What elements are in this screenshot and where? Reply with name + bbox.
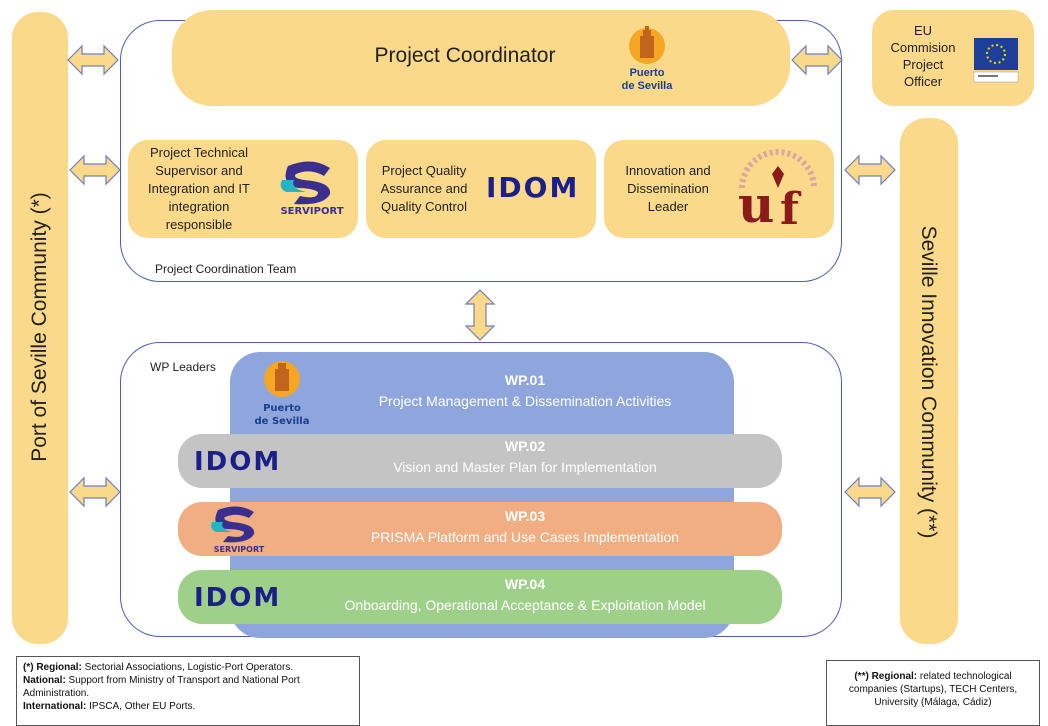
eu-line-0: EU [913,23,933,38]
arrow-left-team [69,155,121,185]
role-box-quality [366,140,596,238]
arrow-left-coordinator [67,45,119,75]
eu-commission-logo [972,36,1020,84]
left-note-regional-label: (*) Regional: [23,662,82,673]
eu-line-2: Project [902,57,944,72]
arrow-right-wp [844,477,896,507]
eu-line-1: Commision [890,40,956,55]
wp04-code: WP.04 [504,576,546,592]
arrow-right-team [844,155,896,185]
wp02-box [178,434,782,488]
wp01-puerto-logo: Puerto de Sevilla [250,355,314,429]
left-note-regional-text: Sectorial Associations, Logistic-Port Op… [81,662,294,673]
arrow-coordinator-eu [791,45,843,75]
right-footnote: (**) Regional: related technological com… [826,660,1040,726]
project-coordinator-title: Project Coordinator [374,44,556,67]
wp04-idom-logo: IDOM [194,583,282,613]
wp04-title: Onboarding, Operational Acceptance & Exp… [344,597,706,613]
svg-text:SERVIPORT: SERVIPORT [280,206,343,217]
wp01-title: Project Management & Dissemination Activ… [378,393,672,409]
svg-text:f: f [780,184,802,232]
role-innovation-text: Innovation and Dissemination Leader [625,163,711,214]
arrow-left-wp [69,477,121,507]
puerto-logo-line1: Puerto [629,67,665,79]
right-pillar [900,118,958,644]
right-note-regional-text: related technological companies (Startup… [848,671,1018,708]
left-note-national-text: Support from Ministry of Transport and N… [23,675,300,699]
eu-line-3: Officer [903,74,943,89]
wp04-box [178,570,782,624]
wp03-code: WP.03 [504,508,546,524]
left-pillar [12,12,68,644]
wp02-title: Vision and Master Plan for Implementatio… [393,459,657,475]
right-note-regional-label: (**) Regional: [854,671,918,682]
wp-leaders-label: WP Leaders [150,360,216,374]
left-note-international-label: International: [23,701,87,712]
svg-text:SERVIPORT: SERVIPORT [214,545,265,554]
wp03-box [178,502,782,556]
eu-officer-text: EU Commision Project Officer [880,22,966,90]
role-quality-text: Project Quality Assurance and Quality Co… [380,163,468,214]
left-note-national-label: National: [23,675,66,686]
project-coordinator-box [172,10,790,106]
svg-text:Puerto: Puerto [263,403,301,414]
puerto-logo-line2: de Sevilla [621,80,673,92]
serviport-logo: SERVIPORT [272,158,352,218]
wp03-title: PRISMA Platform and Use Cases Implementa… [370,529,680,545]
arrow-team-wp [464,289,496,341]
svg-text:u: u [738,175,774,232]
svg-text:de Sevilla: de Sevilla [255,416,310,427]
wp02-idom-logo: IDOM [194,447,282,477]
wp03-serviport-logo: SERVIPORT [204,504,274,554]
puerto-de-sevilla-logo: Puerto de Sevilla [612,24,682,96]
wp02-code: WP.02 [504,438,546,454]
universidad-de-sevilla-logo: u f [732,148,824,235]
role-technical-text: Project Technical Supervisor and Integra… [148,145,250,232]
wp01-code: WP.01 [504,372,546,388]
coordination-team-label: Project Coordination Team [155,262,297,276]
idom-logo: IDOM [486,171,580,204]
left-note-international-text: IPSCA, Other EU Ports. [86,701,196,712]
left-footnote: (*) Regional: Sectorial Associations, Lo… [16,656,360,726]
